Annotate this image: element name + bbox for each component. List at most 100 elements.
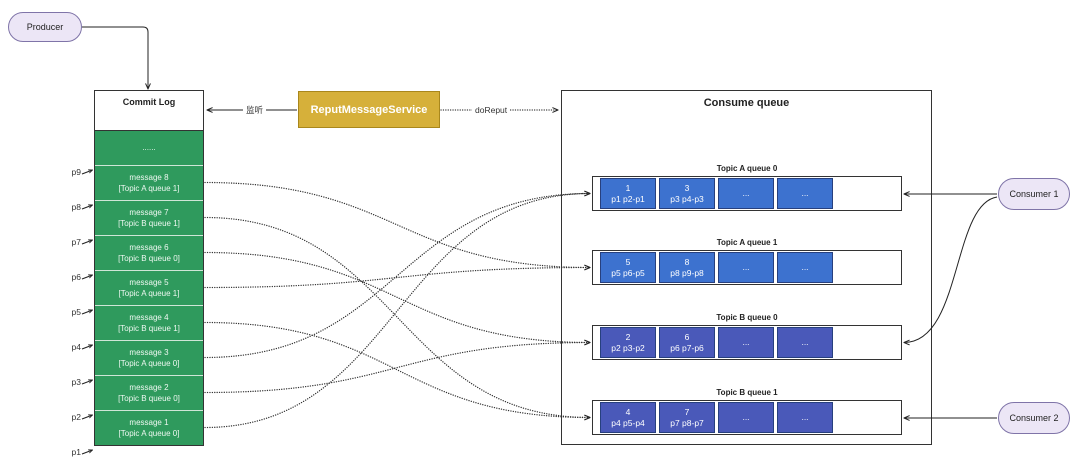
consumer-node: Consumer 1 (998, 178, 1070, 210)
pointer-label: p2 (71, 412, 81, 422)
listen-edge-label: 监听 (243, 104, 267, 116)
queue-entry: ... (777, 178, 833, 209)
pointer-label: p7 (71, 237, 81, 247)
commit-log-message: message 1 [Topic A queue 0] (95, 410, 203, 445)
queue-entry-index: ... (742, 262, 750, 272)
message-to-queue-link (204, 343, 590, 394)
queue-entry: ... (718, 178, 774, 209)
queue-row: 4 p4 p5-p4 7 p7 p8-p7 ... ... (592, 400, 902, 435)
pointer-arrow (81, 450, 93, 455)
message-title: message 8 (129, 172, 169, 182)
message-title: message 5 (129, 277, 169, 287)
commit-log-message: message 6 [Topic B queue 0] (95, 235, 203, 270)
queue-entry-range: p1 p2-p1 (611, 193, 645, 204)
commit-log-message: message 7 [Topic B queue 1] (95, 200, 203, 235)
pointer-label: p4 (71, 342, 81, 352)
message-queue-tag: [Topic A queue 1] (118, 184, 180, 193)
message-to-queue-link (204, 194, 590, 359)
commit-log-message: message 2 [Topic B queue 0] (95, 375, 203, 410)
do-reput-edge-label: doReput (472, 104, 511, 116)
queue-entry-range: p5 p6-p5 (611, 267, 645, 278)
queue-entry: 4 p4 p5-p4 (600, 402, 656, 433)
message-queue-tag: [Topic A queue 0] (118, 429, 180, 438)
producer-label: Producer (26, 22, 64, 32)
queue-entry: ... (718, 252, 774, 283)
queue-entry-index: 8 (684, 256, 690, 267)
commit-log-message: message 3 [Topic A queue 0] (95, 340, 203, 375)
pointer-arrow (81, 275, 93, 280)
queue-entry-index: 4 (625, 406, 631, 417)
queue-entry-range: p3 p4-p3 (670, 193, 704, 204)
pointer-arrow (81, 170, 93, 175)
consumer-label: Consumer 1 (1009, 189, 1059, 199)
queue-entry-index: 6 (684, 331, 690, 342)
message-queue-tag: [Topic B queue 1] (118, 324, 180, 333)
queue-entry-index: 5 (625, 256, 631, 267)
pointer-label: p9 (71, 167, 81, 177)
message-title: message 7 (129, 207, 169, 217)
queue-entry-index: ... (742, 188, 750, 198)
queue-entry: ... (777, 252, 833, 283)
queue-entry: 7 p7 p8-p7 (659, 402, 715, 433)
message-title: message 6 (129, 242, 169, 252)
pointer-arrow (81, 240, 93, 245)
queue-entry-range: p7 p8-p7 (670, 417, 704, 428)
commit-log: Commit Log ...... message 8 [Topic A que… (94, 90, 204, 446)
queue-entry-range: p4 p5-p4 (611, 417, 645, 428)
queue-entry-index: ... (801, 337, 809, 347)
consumer-node: Consumer 2 (998, 402, 1070, 434)
queue-entry: ... (718, 402, 774, 433)
commit-log-ellipsis-cell: ...... (95, 130, 203, 165)
queue-entry: 6 p6 p7-p6 (659, 327, 715, 358)
pointer-label: p5 (71, 307, 81, 317)
consumer-label: Consumer 2 (1009, 413, 1059, 423)
producer-node: Producer (8, 12, 82, 42)
pointer-arrow (81, 415, 93, 420)
message-to-queue-link (204, 251, 590, 343)
message-to-queue-link (204, 194, 590, 429)
queue-entry: 5 p5 p6-p5 (600, 252, 656, 283)
queue-entry: 3 p3 p4-p3 (659, 178, 715, 209)
queue-entry: ... (777, 327, 833, 358)
queue-entry: 8 p8 p9-p8 (659, 252, 715, 283)
queue-entry-index: 2 (625, 331, 631, 342)
queue-entry-range: p2 p3-p2 (611, 342, 645, 353)
message-title: message 3 (129, 347, 169, 357)
message-title: message 2 (129, 382, 169, 392)
reput-message-service-node: ReputMessageService (298, 91, 440, 128)
message-queue-tag: [Topic A queue 1] (118, 289, 180, 298)
queue-label: Topic A queue 1 (716, 238, 778, 247)
pointer-arrow (81, 380, 93, 385)
queue-entry: 1 p1 p2-p1 (600, 178, 656, 209)
message-to-queue-link (204, 216, 590, 418)
queue-entry-index: ... (801, 412, 809, 422)
reput-message-service-label: ReputMessageService (310, 103, 428, 116)
queue-row: 2 p2 p3-p2 6 p6 p7-p6 ... ... (592, 325, 902, 360)
queue-entry-index: 3 (684, 182, 690, 193)
message-to-queue-link (204, 268, 590, 289)
queue-entry: ... (777, 402, 833, 433)
commit-log-message: message 4 [Topic B queue 1] (95, 305, 203, 340)
commit-log-message: message 5 [Topic A queue 1] (95, 270, 203, 305)
producer-to-commit-log-arrow (82, 26, 148, 89)
queue-entry-index: ... (742, 412, 750, 422)
pointer-label: p8 (71, 202, 81, 212)
queue-entry-index: ... (801, 262, 809, 272)
message-title: message 1 (129, 417, 169, 427)
pointer-label: p6 (71, 272, 81, 282)
pointer-label: p1 (71, 447, 81, 457)
message-to-queue-link (204, 321, 590, 418)
commit-log-message: message 8 [Topic A queue 1] (95, 165, 203, 200)
message-to-queue-link (204, 181, 590, 268)
queue-entry-range: p8 p9-p8 (670, 267, 704, 278)
pointer-label: p3 (71, 377, 81, 387)
queue-entry-index: ... (742, 337, 750, 347)
pointer-arrow (81, 310, 93, 315)
queue-label: Topic B queue 0 (716, 313, 778, 322)
queue-row: 5 p5 p6-p5 8 p8 p9-p8 ... ... (592, 250, 902, 285)
consume-queue-title: Consume queue (703, 97, 790, 109)
queue-entry-range: p6 p7-p6 (670, 342, 704, 353)
message-queue-tag: [Topic B queue 0] (118, 394, 180, 403)
pointer-arrow (81, 345, 93, 350)
queue-row: 1 p1 p2-p1 3 p3 p4-p3 ... ... (592, 176, 902, 211)
